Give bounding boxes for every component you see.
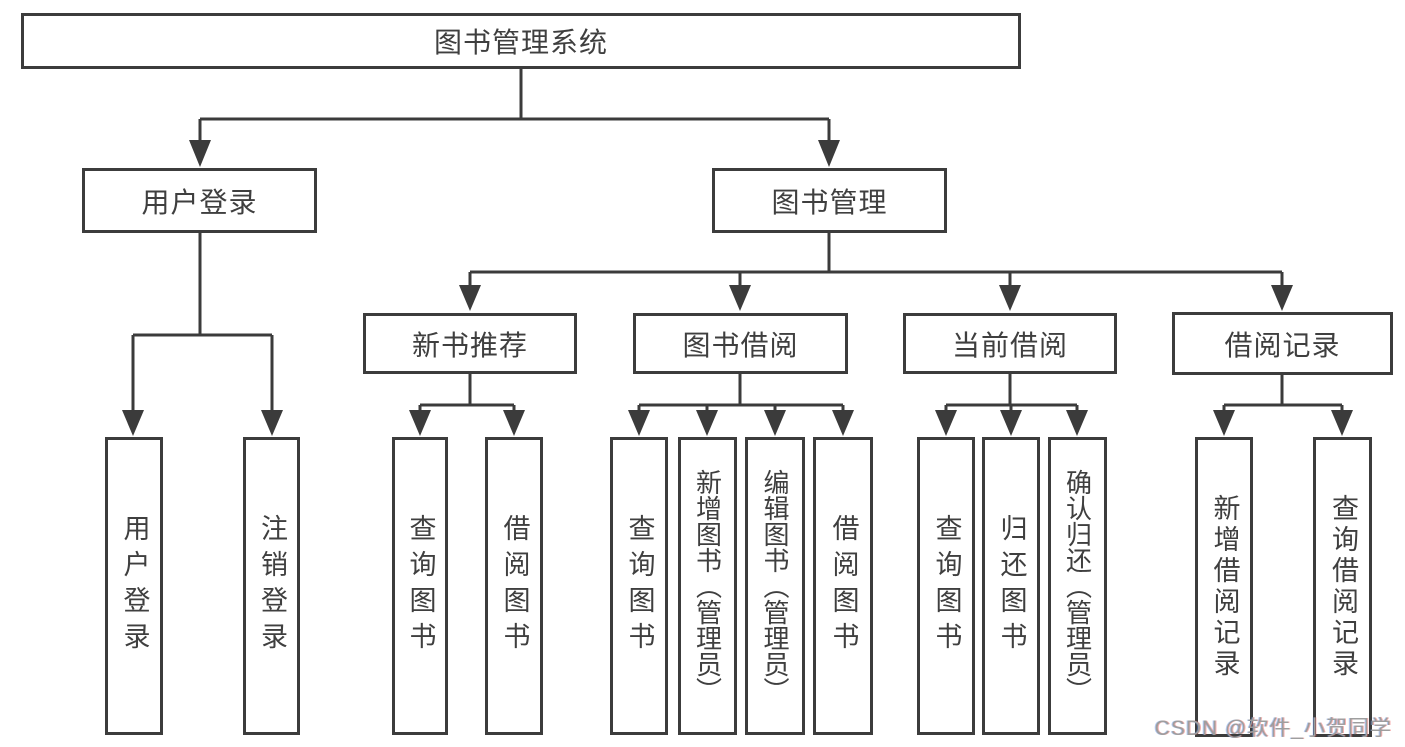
leaf-logout: 注销登录	[243, 437, 300, 735]
leaf-label: 确认归还（管理员）	[1062, 469, 1093, 703]
leaf-label: 注销登录	[257, 514, 287, 658]
node-label: 图书管理	[771, 186, 888, 218]
leaf-label: 查询图书	[624, 514, 655, 658]
leaf-query-books-recommend: 查询图书	[392, 437, 448, 735]
leaf-add-borrow-record: 新增借阅记录	[1195, 437, 1253, 737]
node-label: 用户登录	[141, 186, 258, 218]
leaf-label: 新增借阅记录	[1209, 494, 1240, 680]
node-label: 图书借阅	[682, 329, 799, 361]
node-user-login: 用户登录	[82, 168, 317, 233]
leaf-borrow-books-recommend: 借阅图书	[485, 437, 543, 735]
leaf-confirm-return-admin: 确认归还（管理员）	[1048, 437, 1107, 735]
node-new-book-recommend: 新书推荐	[363, 313, 577, 374]
node-borrow-record: 借阅记录	[1172, 312, 1393, 375]
leaf-edit-book-admin: 编辑图书（管理员）	[745, 437, 805, 735]
node-current-borrow: 当前借阅	[903, 313, 1117, 374]
leaf-label: 归还图书	[996, 514, 1027, 658]
leaf-label: 编辑图书（管理员）	[760, 469, 790, 703]
leaf-label: 查询图书	[405, 514, 436, 658]
leaf-query-books-borrow: 查询图书	[610, 437, 668, 735]
leaf-user-login: 用户登录	[105, 437, 163, 735]
leaf-label: 查询图书	[931, 514, 962, 658]
node-label: 当前借阅	[951, 329, 1068, 361]
leaf-label: 新增图书（管理员）	[692, 469, 723, 703]
arrowheads	[122, 140, 1353, 436]
leaf-label: 借阅图书	[828, 514, 859, 658]
leaf-add-book-admin: 新增图书（管理员）	[678, 437, 737, 735]
leaf-label: 借阅图书	[499, 514, 530, 658]
node-label: 图书管理系统	[433, 27, 608, 58]
leaf-label: 查询借阅记录	[1328, 494, 1358, 680]
leaf-query-borrow-record: 查询借阅记录	[1313, 437, 1372, 737]
node-label: 新书推荐	[411, 329, 528, 361]
leaf-borrow-books: 借阅图书	[813, 437, 873, 735]
leaf-return-books: 归还图书	[982, 437, 1040, 735]
node-label: 借阅记录	[1224, 329, 1341, 361]
leaf-query-books-current: 查询图书	[917, 437, 975, 735]
node-book-borrow: 图书借阅	[633, 313, 848, 374]
csdn-watermark: CSDN @软件_小贺同学	[1154, 717, 1392, 740]
node-book-management: 图书管理	[712, 168, 947, 233]
leaf-label: 用户登录	[119, 514, 150, 658]
node-library-management-system: 图书管理系统	[21, 13, 1021, 69]
